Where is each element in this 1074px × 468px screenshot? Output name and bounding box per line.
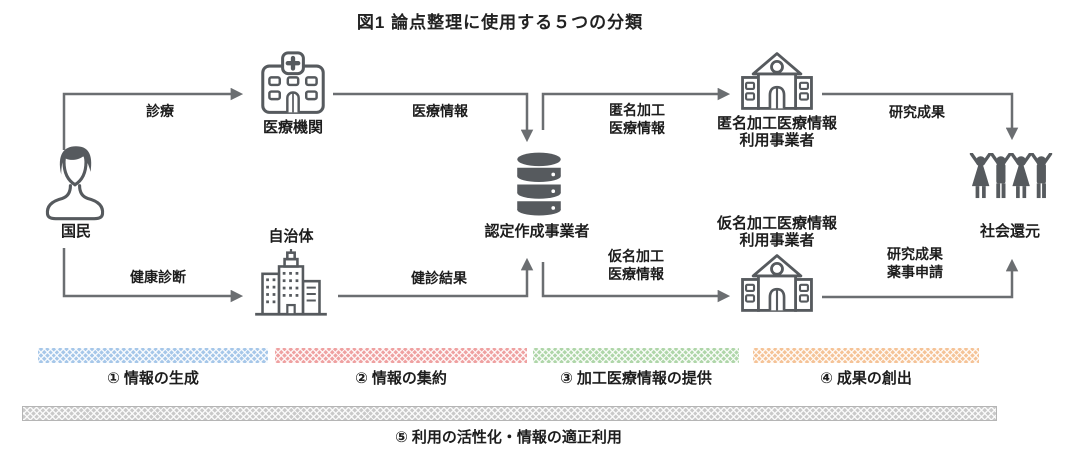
phase1-label: ① 情報の生成 bbox=[107, 370, 199, 387]
certified-operator-label: 認定作成事業者 bbox=[484, 223, 590, 240]
flow-pseudonymized-info-label: 仮名加工 医療情報 bbox=[608, 248, 664, 282]
government-building-icon bbox=[252, 249, 330, 317]
person-icon bbox=[42, 142, 108, 222]
phase2-label: ② 情報の集約 bbox=[355, 370, 447, 387]
hospital-icon bbox=[255, 50, 331, 118]
flow-health-checkup-label: 健康診断 bbox=[130, 269, 186, 285]
database-icon bbox=[512, 151, 566, 218]
phase3-label: ③ 加工医療情報の提供 bbox=[560, 370, 712, 387]
medical-institution-label: 医療機関 bbox=[262, 119, 324, 136]
anonymized-user-building-icon bbox=[739, 51, 815, 111]
flow-anonymized-info-label: 匿名加工 医療情報 bbox=[609, 102, 665, 136]
flow-research-results-label: 研究成果 bbox=[889, 104, 945, 120]
flow-checkup-results-label: 健診結果 bbox=[411, 270, 467, 286]
figure-title: 図1 論点整理に使用する５つの分類 bbox=[356, 13, 644, 32]
flow-medical-info-label: 医療情報 bbox=[412, 103, 468, 119]
phase5-band bbox=[22, 406, 997, 421]
phase3-band bbox=[533, 348, 739, 363]
phase2-band bbox=[275, 348, 527, 363]
municipality-label: 自治体 bbox=[268, 228, 314, 245]
citizen-label: 国民 bbox=[60, 223, 92, 240]
pseudonymized-user-building-icon bbox=[739, 253, 815, 313]
phase4-band bbox=[753, 348, 979, 363]
phase4-label: ④ 成果の創出 bbox=[820, 370, 912, 387]
flow-treatment-label: 診療 bbox=[146, 103, 174, 119]
flow-research-pharma-label: 研究成果 薬事申請 bbox=[887, 246, 943, 280]
phase1-band bbox=[38, 348, 268, 363]
people-group-icon bbox=[969, 153, 1053, 210]
pseudonymized-user-label: 仮名加工医療情報 利用事業者 bbox=[716, 215, 838, 249]
society-label: 社会還元 bbox=[979, 223, 1041, 240]
anonymized-user-label: 匿名加工医療情報 利用事業者 bbox=[716, 115, 838, 149]
phase5-label: ⑤ 利用の活性化・情報の適正利用 bbox=[395, 429, 622, 446]
